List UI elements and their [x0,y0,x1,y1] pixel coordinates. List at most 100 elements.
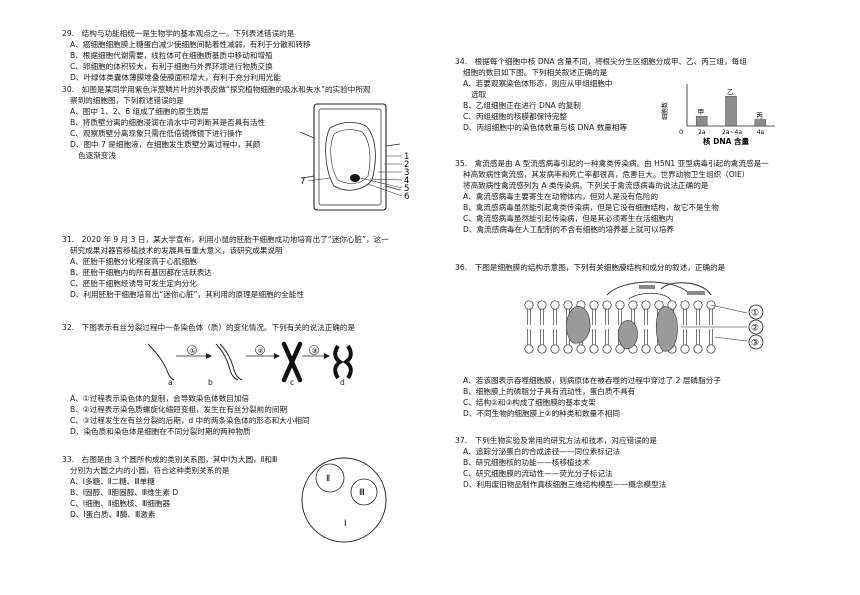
phospholipid-head [589,344,599,354]
question-36-option-d: D、不同生物的细胞膜上②的种类和数量不相同 [463,409,620,418]
question-31: 31. 2020 年 9 月 3 日，某大学宣布，利用小鼠的胚胎干细胞成功地培育… [62,234,389,300]
phospholipid-head [602,344,612,354]
left-column: 29. 结构与功能相统一是生物学的基本观点之一。下列表述错误的是 A、癌细胞细胞… [62,0,452,595]
category-circles-figure: Ⅱ Ⅲ Ⅰ [301,457,387,543]
phospholipid-head [524,344,534,354]
phospholipid-head [680,344,690,354]
figure-label-b: b [208,378,213,387]
phospholipid-head [602,300,612,310]
question-36-option-b: B、细胞膜上的磷脂分子具有流动性，蛋白质不具有 [463,387,636,396]
question-37: 37. 下列生物实验及常用的研究方法和技术，对应错误的是 A、追踪分泌蛋白的合成… [455,435,666,490]
question-37-option-a: A、追踪分泌蛋白的合成途径——同位素标记法 [463,447,621,456]
question-33-option-d: D、Ⅰ蛋白质、Ⅱ酶、Ⅲ激素 [70,510,156,519]
question-32-option-d: D、染色质和染色体是细胞在不同分裂时期的两种物质 [70,427,251,436]
question-36-stem: 36. 下图是细胞膜的结构示意图，下列有关细胞膜结构和成分的叙述，正确的是 [455,263,726,272]
x-tick-label-1: 2a~4a [722,129,742,136]
phospholipid-head [537,300,547,310]
step-1-label: ① [189,347,195,355]
phospholipid-head [693,300,703,310]
phospholipid-head [589,300,599,310]
question-33-option-a: A、Ⅰ多糖、Ⅱ二糖、Ⅲ单糖 [70,477,155,486]
question-33-option-c: C、Ⅰ细胞、Ⅱ细胞核、Ⅲ细胞器 [70,499,171,508]
question-30-stem-line2: 察到的细胞图，下列叙述错误的是 [70,96,184,105]
axis-origin-label: 0 [679,128,683,136]
question-31-stem-line1: 31. 2020 年 9 月 3 日，某大学宣布，利用小鼠的胚胎干细胞成功地培育… [62,235,389,244]
x-axis-title: 核 DNA 含量 [703,136,750,146]
right-column: 34. 根据每个细胞中核 DNA 含量不同，将根尖分生区细胞分成甲、乙、丙三组，… [455,0,845,595]
phospholipid-head [706,344,716,354]
phospholipid-head [615,344,625,354]
question-30-option-b: B、将质壁分离的细胞浸润在清水中可判断其是否具有活性 [70,118,266,127]
phospholipid-head [628,300,638,310]
phospholipid-head [550,300,560,310]
circle-label-i: Ⅰ [344,519,347,529]
label-5: 5 [404,184,409,194]
question-37-stem: 37. 下列生物实验及常用的研究方法和技术，对应错误的是 [455,436,657,445]
phospholipid-head [576,344,586,354]
question-35-stem-line1: 35. 禽流感是由 A 型流感病毒引起的一种禽类传染病。由 H5N1 亚型病毒引… [455,159,769,168]
question-36-options: A、若该图表示吞噬细胞膜，则病原体在被吞噬的过程中穿过了 2 层磷脂分子 B、细… [455,375,721,419]
label-1: 1 [404,152,409,162]
question-35-stem-line3: 将高致病性禽流感列为 A 类传染病。下列关于禽流感病毒的说法正确的是 [463,181,709,190]
label-6: 6 [404,192,409,202]
question-29-option-d: D、叶绿体类囊体薄膜堆叠使膜面积增大，有利于充分利用光能 [70,73,281,82]
question-35: 35. 禽流感是由 A 型流感病毒引起的一种禽类传染病。由 H5N1 亚型病毒引… [455,158,769,235]
question-30-option-d: D、图中 7 是细胞液，在细胞发生质壁分离过程中，其颜 [70,140,261,149]
phospholipid-heads-top [524,300,716,310]
chromosome-change-figure: ① ② [147,341,303,383]
question-34-option-a-cont: 选取 [471,90,487,99]
question-33: 33. 右图是由 3 个圆所构成的类别关系图，其中Ⅰ为大圆，Ⅱ和Ⅲ 分别为大圆之… [62,454,277,520]
phospholipid-head [641,344,651,354]
bar-2a~4a [725,95,737,127]
y-axis-title: 细胞数 [661,102,669,120]
question-37-option-b: B、研究细胞核的功能——核移植技术 [463,458,590,467]
x-tick-label-0: 2a [698,129,706,136]
question-32-option-c: C、③过程发生在有丝分裂的后期，d 中的两条染色体的形态和大小相同 [70,416,310,425]
question-33-stem-line1: 33. 右图是由 3 个圆所构成的类别关系图，其中Ⅰ为大圆，Ⅱ和Ⅲ [62,455,278,464]
x-tick-label-2: 4a [757,129,765,136]
cell-membrane-figure: ① ② ③ [524,281,764,354]
question-29-option-a: A、癌细胞细胞膜上糖蛋白减少使细胞间黏着性减弱，有利于分散和转移 [70,40,311,49]
circle-label-iii: Ⅲ [359,488,365,498]
question-35-option-b: B、禽流感病毒虽然能引起禽类传染病，但是它没有细胞结构，故它不是生物 [463,203,719,212]
bar-label-0: 甲 [698,108,705,116]
question-34-option-d: D、丙组细胞中的染色体数量与核 DNA 数量相等 [463,123,628,132]
phospholipid-head [615,300,625,310]
question-37-option-d: D、利用废旧物品制作真核细胞三维结构模型——概念模型法 [463,480,667,489]
question-34-option-c: C、丙组细胞的核膜都保持完整 [463,112,568,121]
membrane-label-3: ③ [751,339,759,349]
question-36-option-c: C、结构②和③构成了细胞膜的基本支架 [463,398,596,407]
figure-label-a: a [168,378,173,387]
label-4: 4 [404,176,409,186]
phospholipid-head [693,344,703,354]
chromosome-change-figure-right: ③ [302,344,353,380]
bar-label-1: 乙 [727,88,734,96]
question-33-stem-line2: 分别为大圆之内的小圆，符合这种类别关系的是 [70,466,230,475]
step-2-label: ② [257,347,263,355]
question-32-option-b: B、②过程表示染色质螺旋化缩短变粗，发生在有丝分裂前的间期 [70,405,288,414]
figure-label-c: c [290,378,295,387]
question-31-option-b: B、胚胎干细胞内的所有基因都在活跃表达 [70,268,212,277]
question-36-option-a: A、若该图表示吞噬细胞膜，则病原体在被吞噬的过程中穿过了 2 层磷脂分子 [463,376,721,385]
phospholipid-heads-bottom [524,344,716,354]
question-35-stem-line2: 种高致病性禽流感，其发病率和死亡率都很高，危害巨大。世界动物卫生组织（OIE） [463,170,750,179]
question-30-option-d-cont: 色逐渐变浅 [78,151,116,160]
question-32-stem-block: 32. 下图表示有丝分裂过程中一条染色体（质）的变化情况。下列有关的说法正确的是 [62,322,355,333]
question-31-stem-line2: 研究成果对器官移植技术的发展具有重大意义，该研究成果说明 [70,246,283,255]
question-30-option-a: A、图中 1、2、6 组成了细胞的原生质层 [70,107,209,116]
membrane-label-1: ① [751,309,759,319]
question-30-option-c: C、观察质壁分离现象只需在低倍镜微镜下进行操作 [70,129,243,138]
question-29: 29. 结构与功能相统一是生物学的基本观点之一。下列表述错误的是 A、癌细胞细胞… [62,28,311,83]
figure-label-d: d [340,378,345,387]
bar-2a [695,116,708,127]
question-29-option-c: C、卵细胞的体积较大，有利于细胞与外界环境进行物质交换 [70,62,273,71]
question-37-option-c: C、研究细胞膜的流动性——荧光分子标记法 [463,469,613,478]
membrane-protein-1 [566,306,591,344]
phospholipid-head [563,344,573,354]
bar-4a [754,119,767,127]
question-30-stem-line1: 30. 如图是某同学用紫色洋葱鳞片叶的外表皮做“探究植物细胞的吸水和失水”的实验… [62,85,371,94]
question-32-stem: 32. 下图表示有丝分裂过程中一条染色体（质）的变化情况。下列有关的说法正确的是 [62,323,356,332]
question-31-option-a: A、胚胎干细胞分化程度高于心肌细胞 [70,257,197,266]
